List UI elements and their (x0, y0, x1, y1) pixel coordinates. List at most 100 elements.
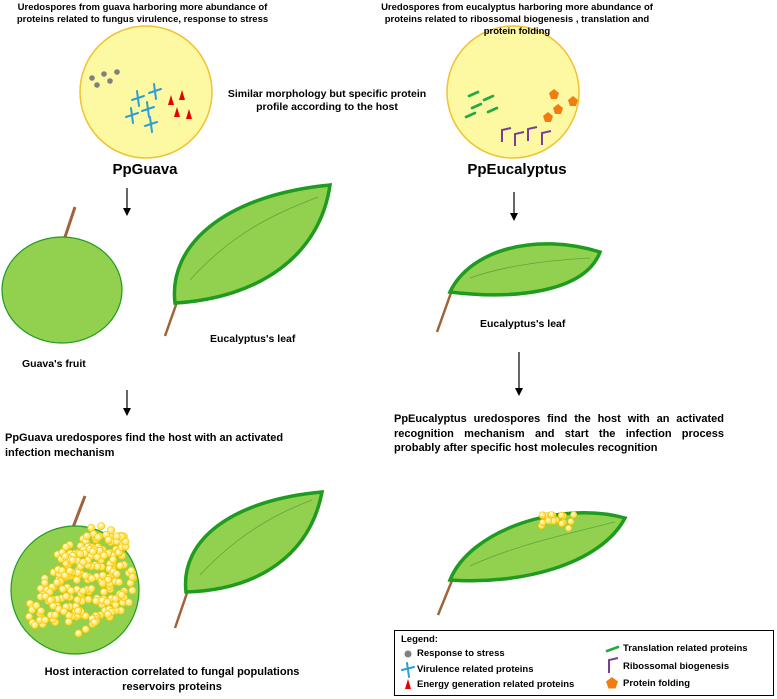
uredospore (557, 511, 565, 519)
uredospore (98, 571, 107, 580)
uredospore (90, 618, 99, 627)
eucalyptus-leaf-mid-right (447, 242, 603, 297)
legend-item-folding: Protein folding (623, 678, 691, 689)
guava-stem (62, 206, 77, 241)
uredospore (538, 511, 546, 519)
top-left-caption: Uredospores from guava harboring more ab… (16, 2, 269, 25)
green-dash-icon (605, 645, 620, 653)
legend-title: Legend: (401, 634, 438, 645)
red-triangle-icon (405, 679, 411, 689)
host-interaction-text: Host interaction correlated to fungal po… (44, 666, 300, 693)
uredospore (116, 561, 124, 570)
uredospore (127, 566, 136, 575)
uredospore (25, 612, 33, 621)
uredospore (41, 616, 49, 624)
eucalyptus-leaf-bottom-left (183, 490, 325, 594)
eucalyptus-leaf-label-right: Eucalyptus's leaf (480, 318, 566, 330)
uredospore (570, 511, 578, 519)
uredospore (98, 579, 107, 588)
stress-proteins-group (89, 69, 120, 88)
uredospore (87, 584, 96, 593)
uredospore (83, 532, 91, 540)
pp-guava-spore (79, 25, 213, 159)
uredospore (112, 532, 121, 541)
gray-dot-icon (404, 650, 412, 658)
uredospore (81, 625, 90, 634)
top-right-caption: Uredospores from eucalyptus harboring mo… (381, 2, 653, 37)
uredospore (37, 607, 45, 615)
eucalyptus-mechanism-text: PpEucalyptus uredospores find the host w… (394, 413, 724, 455)
leaf-uredospore-cluster (537, 511, 578, 532)
uredospore (128, 586, 137, 595)
legend-item-stress: Response to stress (417, 648, 505, 659)
legend-item-ribosomal: Ribossomal biogenesis (623, 661, 730, 672)
leaf-stem-mid-left (163, 301, 179, 337)
uredospore (89, 547, 97, 556)
uredospore (548, 511, 556, 519)
uredospore (74, 606, 82, 615)
legend-item-energy: Energy generation related proteins (417, 679, 575, 690)
translation-proteins-group (464, 90, 499, 119)
uredospore (109, 555, 117, 564)
eucalyptus-leaf-label-left: Eucalyptus's leaf (210, 333, 296, 345)
pp-eucalyptus-spore (446, 25, 580, 159)
uredospore (61, 552, 70, 561)
ribosomal-proteins-group (501, 126, 552, 146)
leaf-stem-mid-right (435, 289, 454, 333)
legend-item-translation: Translation related proteins (623, 643, 748, 654)
uredospore (87, 524, 96, 532)
uredospore (51, 611, 59, 619)
uredospore (104, 575, 112, 584)
uredospore (46, 596, 55, 605)
legend-item-virulence: Virulence related proteins (417, 664, 534, 675)
uredospore (87, 574, 96, 583)
uredospore (62, 543, 70, 551)
virulence-proteins-group (125, 83, 162, 133)
infected-guava-stem (70, 495, 87, 531)
uredospore (73, 596, 82, 604)
guava-fruit (1, 236, 123, 344)
uredospore (67, 586, 75, 595)
folding-proteins-group (543, 89, 578, 122)
uredospore (41, 592, 50, 601)
uredospore (567, 517, 575, 525)
uredospore (103, 598, 112, 607)
uredospore (112, 570, 121, 578)
uredospore (59, 585, 67, 594)
uredospore (565, 524, 573, 532)
uredospore (60, 607, 68, 616)
uredospore (100, 551, 108, 560)
uredospore (124, 598, 133, 607)
guava-mechanism-text: PpGuava uredospores find the host with a… (5, 432, 284, 459)
leaf-stem-bottom-right (436, 577, 455, 616)
energy-proteins-group (168, 90, 192, 119)
eucalyptus-leaf-bottom-right (447, 510, 628, 583)
uredospore (79, 558, 88, 567)
uredospore (30, 621, 39, 629)
legend-box: Legend: Response to stress Virulence rel… (394, 630, 774, 696)
uredospore (117, 591, 126, 599)
orange-pentagon-icon (606, 677, 618, 689)
guava-uredospore-cluster (25, 522, 138, 638)
pp-eucalyptus-label: PpEucalyptus (467, 161, 567, 178)
pp-guava-label: PpGuava (112, 161, 178, 178)
blue-cross-icon (401, 662, 415, 678)
uredospore (32, 601, 41, 610)
uredospore (76, 550, 84, 558)
uredospore (53, 578, 61, 587)
purple-bracket-icon (608, 657, 619, 673)
leaf-stem-bottom-left (173, 589, 190, 629)
uredospore (74, 629, 83, 638)
uredospore (544, 517, 552, 525)
guava-fruit-label: Guava's fruit (22, 358, 86, 370)
uredospore (94, 533, 103, 542)
uredospore (104, 610, 112, 619)
uredospore (65, 567, 74, 576)
uredospore (100, 588, 108, 596)
uredospore (84, 595, 93, 604)
uredospore (79, 587, 87, 595)
uredospore (107, 526, 115, 535)
center-caption: Similar morphology but specific protein … (227, 88, 427, 114)
uredospore (115, 578, 123, 587)
